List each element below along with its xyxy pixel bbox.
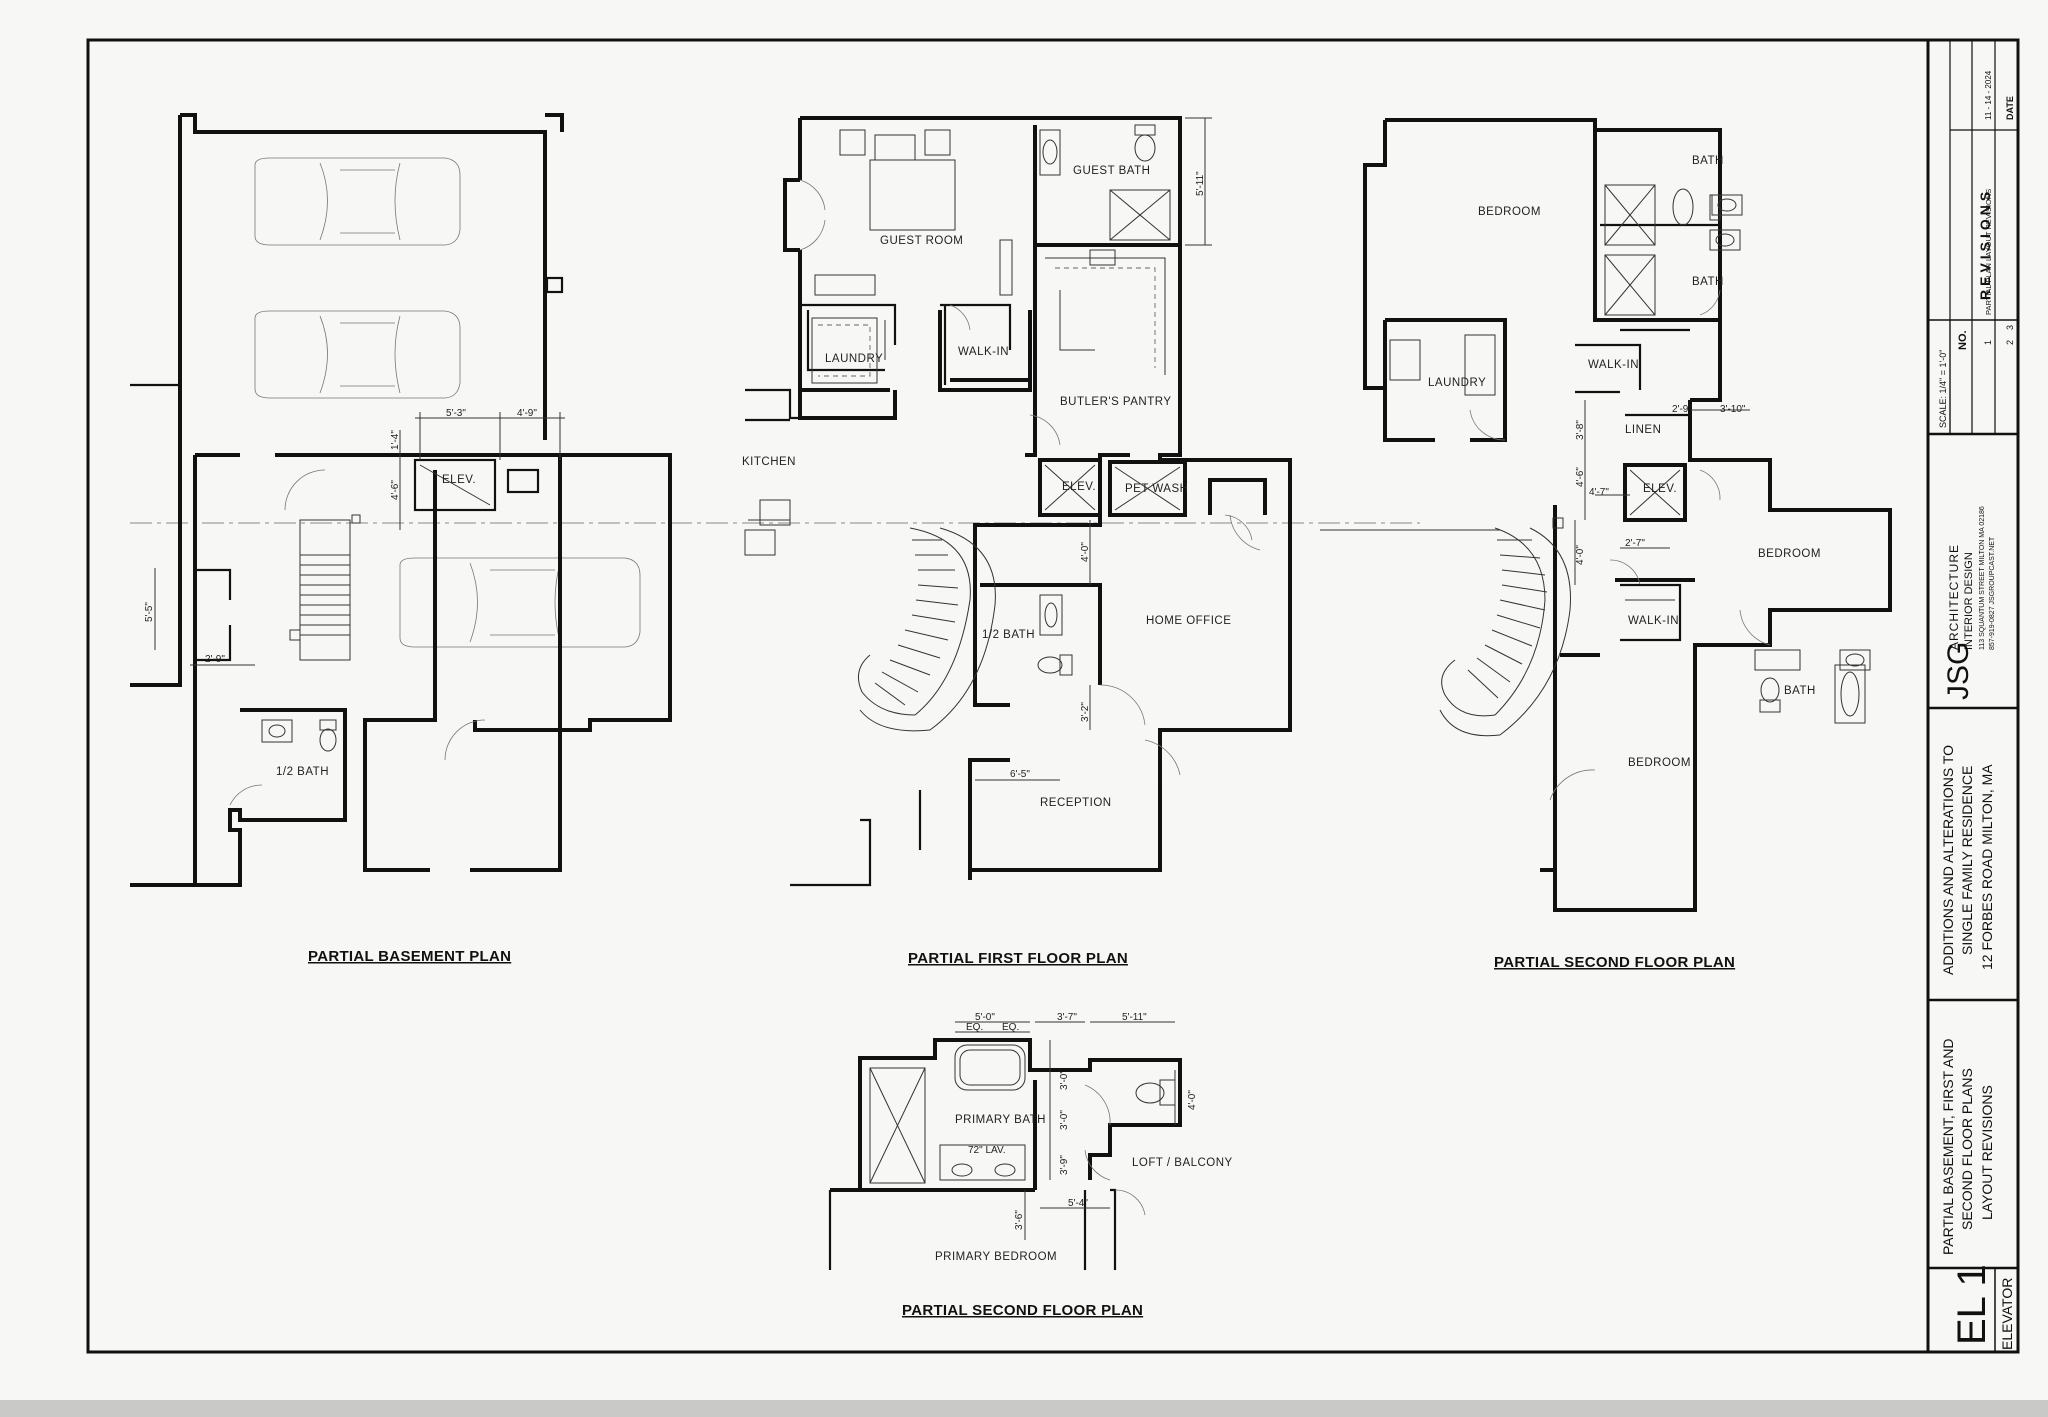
basement-plan-title: PARTIAL BASEMENT PLAN — [308, 948, 511, 965]
primary-dim-eq2: EQ. — [1002, 1022, 1019, 1033]
tb-firm-line2: INTERIOR DESIGN — [1963, 552, 1975, 650]
primary-dim-9: 3'-6" — [1014, 1210, 1025, 1230]
basement-dim-1: 5'-3" — [446, 408, 466, 419]
second-partial-plan: 5'-0" EQ. EQ. 3'-7" 5'-11" 3'-0" 3'-0" 3… — [828, 1012, 1233, 1319]
second-floor-plan-title: PARTIAL SECOND FLOOR PLAN — [1494, 954, 1735, 971]
second-bedroom-2-label: BEDROOM — [1758, 548, 1821, 560]
first-dim-2: 4'-0" — [1080, 542, 1091, 562]
second-elev-label: ELEV. — [1643, 483, 1677, 495]
tb-project-line3: 12 FORBES ROAD MILTON, MA — [1979, 764, 1995, 970]
sheet-border — [86, 38, 2020, 1354]
first-floor-plan-title: PARTIAL FIRST FLOOR PLAN — [908, 950, 1128, 967]
second-dim-1: 2'-9" — [1672, 404, 1692, 415]
primary-dim-2: 3'-7" — [1057, 1012, 1077, 1023]
second-dim-3: 3'-8" — [1575, 420, 1586, 440]
second-bath-1-label: BATH — [1692, 155, 1724, 167]
second-linen-label: LINEN — [1625, 424, 1661, 436]
loft-balcony-label: LOFT / BALCONY — [1132, 1157, 1233, 1169]
second-dim-7: 2'-7" — [1625, 538, 1645, 549]
first-half-bath-label: 1/2 BATH — [982, 629, 1035, 641]
first-dim-4: 6'-5" — [1010, 769, 1030, 780]
primary-lav-label: 72" LAV. — [968, 1145, 1005, 1156]
basement-stair — [289, 514, 361, 661]
tb-sheet-desc1: PARTIAL BASEMENT, FIRST AND — [1940, 1038, 1956, 1255]
second-dim-4: 4'-6" — [1575, 467, 1586, 487]
primary-dim-8: 5'-4" — [1068, 1198, 1088, 1209]
tb-date-value: 11 - 14 - 2024 — [1984, 70, 1993, 120]
second-floor-stair — [1439, 517, 1571, 737]
primary-dim-1: 5'-0" — [975, 1012, 995, 1023]
second-laundry-label: LAUNDRY — [1428, 377, 1486, 389]
second-dim-5: 4'-7" — [1589, 487, 1609, 498]
basement-dim-3: 1'-4" — [390, 430, 401, 450]
tb-sheet-name: ELEVATOR — [1999, 1278, 2015, 1350]
car-top — [254, 157, 641, 648]
first-dim-1: 5'-11" — [1195, 171, 1206, 196]
firm-logo: JSG — [1942, 642, 1975, 700]
tb-date-heading: DATE — [2005, 96, 2015, 120]
primary-bath-label: PRIMARY BATH — [955, 1114, 1046, 1126]
tb-rev-no-2: 2 — [2005, 340, 2015, 345]
first-guest-bath-label: GUEST BATH — [1073, 165, 1150, 177]
first-kitchen-label: KITCHEN — [742, 456, 796, 468]
basement-half-bath-label: 1/2 BATH — [276, 766, 329, 778]
second-bedroom-1-label: BEDROOM — [1478, 206, 1541, 218]
tb-sheet-number: EL 1 — [1950, 1264, 1994, 1345]
primary-dim-eq1: EQ. — [966, 1022, 983, 1033]
basement-dim-6: 2'-9" — [205, 654, 225, 665]
second-walk-in-2-label: WALK-IN — [1628, 615, 1679, 627]
tb-project-line2: SINGLE FAMILY RESIDENCE — [1959, 766, 1975, 955]
primary-dim-3: 5'-11" — [1122, 1012, 1147, 1023]
first-elev-label: ELEV. — [1062, 481, 1096, 493]
second-walk-in-1-label: WALK-IN — [1588, 359, 1639, 371]
first-walk-in-label: WALK-IN — [958, 346, 1009, 358]
second-floor-plan: BEDROOM BATH BATH LAUNDRY WALK-IN LINEN … — [1320, 118, 1892, 971]
basement-dim-4: 4'-6" — [390, 480, 401, 500]
tb-revisions-heading: REVISIONS — [1977, 188, 1993, 300]
basement-dim-2: 4'-9" — [517, 408, 537, 419]
first-reception-label: RECEPTION — [1040, 797, 1112, 809]
guest-room-furniture — [814, 124, 1171, 296]
second-bedroom-3-label: BEDROOM — [1628, 757, 1691, 769]
tb-scale: SCALE: 1/4" = 1'-0" — [1938, 350, 1948, 428]
tb-sheet-desc3: LAYOUT REVISIONS — [1979, 1085, 1995, 1220]
tb-rev-desc-1: PARTIAL PLAN LAYOUT REVISIONS — [1984, 189, 1993, 315]
tb-no-heading: NO. — [1957, 330, 1969, 350]
second-dim-2: 3'-10" — [1720, 404, 1746, 415]
first-dim-3: 3'-2" — [1080, 702, 1091, 722]
primary-dim-7: 4'-0" — [1187, 1090, 1198, 1110]
first-floor-stair — [857, 527, 996, 732]
first-laundry-label: LAUNDRY — [825, 353, 883, 365]
tb-rev-no-3: 3 — [2005, 325, 2015, 330]
tb-project-line1: ADDITIONS AND ALTERATIONS TO — [1940, 745, 1956, 975]
first-butlers-pantry-label: BUTLER'S PANTRY — [1060, 396, 1172, 408]
primary-dim-4: 3'-0" — [1059, 1070, 1070, 1090]
title-block: SCALE: 1/4" = 1'-0" NO. REVISIONS DATE 1… — [1928, 40, 2018, 1352]
first-guest-room-label: GUEST ROOM — [880, 235, 963, 247]
basement-elev-label: ELEV. — [442, 474, 476, 486]
tb-firm-line1: ARCHITECTURE — [1947, 544, 1961, 650]
first-floor-plan: GUEST ROOM GUEST BATH LAUNDRY WALK-IN BU… — [742, 116, 1292, 967]
second-bath-3-label: BATH — [1784, 685, 1816, 697]
first-pet-wash-label: PET WASH — [1125, 483, 1188, 495]
primary-dim-6: 3'-9" — [1059, 1155, 1070, 1175]
second-dim-6: 4'-0" — [1575, 545, 1586, 565]
second-bath-fixtures — [1389, 184, 1871, 724]
basement-dim-5: 5'-5" — [144, 602, 155, 622]
tb-sheet-desc2: SECOND FLOOR PLANS — [1959, 1068, 1975, 1230]
tb-rev-no-1: 1 — [1983, 340, 1993, 345]
second-partial-plan-title: PARTIAL SECOND FLOOR PLAN — [902, 1302, 1143, 1319]
first-home-office-label: HOME OFFICE — [1146, 615, 1231, 627]
second-bath-2-label: BATH — [1692, 276, 1724, 288]
basement-plan: ELEV. 1/2 BATH 5'-3" 4'-9" 1'-4" 4'-6" 5… — [130, 113, 672, 965]
primary-bedroom-label: PRIMARY BEDROOM — [935, 1251, 1057, 1263]
tb-firm-line4: 857-919-0827 JSGROUPCAST.NET — [1989, 536, 1996, 650]
primary-dim-5: 3'-0" — [1059, 1110, 1070, 1130]
tb-firm-line3: 113 SQUANTUM STREET MILTON MA 02186 — [1979, 506, 1986, 650]
